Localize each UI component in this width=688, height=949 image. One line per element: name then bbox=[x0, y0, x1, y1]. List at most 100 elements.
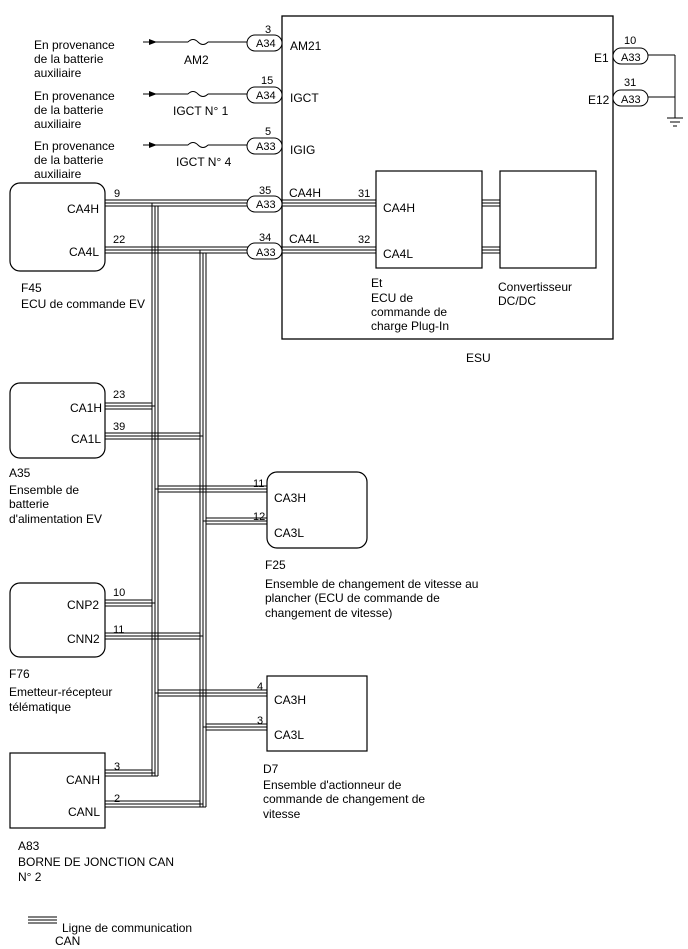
a35-name-1: Ensemble de bbox=[9, 483, 79, 497]
f25-code: F25 bbox=[265, 558, 286, 572]
d7-terminal-high: CA3H bbox=[274, 693, 306, 707]
a83-pin-low: 2 bbox=[114, 793, 120, 805]
charge-ecu-high-pin: 31 bbox=[358, 188, 370, 200]
a35-terminal-high: CA1H bbox=[70, 401, 102, 415]
ground-icon bbox=[667, 117, 683, 127]
f25-box bbox=[266, 471, 368, 549]
charge-ecu-label-4: charge Plug-In bbox=[371, 319, 449, 333]
f45-terminal-high: CA4H bbox=[67, 202, 99, 216]
f25-name-2: plancher (ECU de commande de bbox=[265, 591, 440, 605]
d7-name-2: commande de changement de bbox=[263, 792, 425, 806]
charge-ecu-low-pin: 32 bbox=[358, 234, 370, 246]
charge-ecu-label-3: commande de bbox=[371, 305, 447, 319]
supply-3-source-line-3: auxiliaire bbox=[34, 167, 82, 181]
a35-pin-low: 39 bbox=[113, 421, 125, 433]
d7-pin-low: 3 bbox=[257, 715, 263, 727]
charge-ecu-terminal-low: CA4L bbox=[383, 247, 413, 261]
esu-terminal-e12: E12 bbox=[588, 93, 610, 107]
esu-can-high-connector: A33 bbox=[256, 199, 276, 211]
esu-label: ESU bbox=[466, 351, 491, 365]
f76-pin-low: 11 bbox=[113, 624, 124, 636]
fuse-am2-label: AM2 bbox=[184, 53, 209, 67]
f25-terminal-low: CA3L bbox=[274, 526, 304, 540]
f76-box bbox=[9, 582, 106, 658]
supply-1-connector: A34 bbox=[256, 38, 276, 50]
supply-2-connector: A34 bbox=[256, 90, 276, 102]
supply-3-connector: A33 bbox=[256, 141, 276, 153]
supply-3-source-line-1: En provenance bbox=[34, 139, 115, 153]
fuse-igct4-label: IGCT N° 4 bbox=[176, 155, 232, 169]
esu-terminal-ca4h: CA4H bbox=[289, 186, 321, 200]
a35-code: A35 bbox=[9, 466, 31, 480]
f25-terminal-high: CA3H bbox=[274, 491, 306, 505]
f76-terminal-high: CNP2 bbox=[67, 598, 99, 612]
d7-name-1: Ensemble d'actionneur de bbox=[263, 778, 402, 792]
f76-name-1: Emetteur-récepteur bbox=[9, 685, 112, 699]
esu-can-low-connector: A33 bbox=[256, 247, 276, 259]
fuse-igct1-label: IGCT N° 1 bbox=[173, 104, 229, 118]
f45-box bbox=[9, 182, 106, 272]
ground-2-connector: A33 bbox=[621, 94, 641, 106]
f45-code: F45 bbox=[21, 281, 42, 295]
f25-name-3: changement de vitesse) bbox=[265, 606, 392, 620]
converter-label-1: Convertisseur bbox=[498, 280, 572, 294]
d7-pin-high: 4 bbox=[257, 681, 263, 693]
ground-1-pin: 10 bbox=[624, 35, 636, 47]
charge-ecu-box bbox=[375, 170, 483, 269]
supply-2-source-line-2: de la batterie bbox=[34, 103, 104, 117]
a35-name-2: batterie bbox=[9, 497, 49, 511]
a35-terminal-low: CA1L bbox=[71, 432, 101, 446]
esu-terminal-am21: AM21 bbox=[290, 39, 322, 53]
d7-box bbox=[266, 675, 368, 752]
legend-label-1: Ligne de communication bbox=[62, 921, 192, 935]
a83-code: A83 bbox=[18, 839, 40, 853]
supply-3-pin: 5 bbox=[265, 126, 271, 138]
a35-pin-high: 23 bbox=[113, 389, 125, 401]
a35-name-3: d'alimentation EV bbox=[9, 512, 102, 526]
f45-pin-low: 22 bbox=[113, 234, 125, 246]
f45-terminal-low: CA4L bbox=[69, 245, 99, 259]
dcdc-converter-box bbox=[499, 170, 597, 269]
supply-2-source-line-1: En provenance bbox=[34, 89, 115, 103]
supply-3-source-line-2: de la batterie bbox=[34, 153, 104, 167]
charge-ecu-terminal-high: CA4H bbox=[383, 201, 415, 215]
a35-box bbox=[9, 382, 106, 459]
supply-1-pin: 3 bbox=[265, 24, 271, 36]
f76-pin-high: 10 bbox=[113, 587, 125, 599]
ground-1-connector: A33 bbox=[621, 52, 641, 64]
supply-1-source-line-2: de la batterie bbox=[34, 52, 104, 66]
f76-code: F76 bbox=[9, 667, 30, 681]
f25-name-1: Ensemble de changement de vitesse au bbox=[265, 577, 478, 591]
d7-terminal-low: CA3L bbox=[274, 728, 304, 742]
esu-terminal-igct: IGCT bbox=[290, 91, 319, 105]
a83-pin-high: 3 bbox=[114, 761, 120, 773]
f45-name-1: ECU de commande EV bbox=[21, 297, 145, 311]
supply-1-source-line-1: En provenance bbox=[34, 38, 115, 52]
supply-2-pin: 15 bbox=[261, 75, 273, 87]
f76-terminal-low: CNN2 bbox=[67, 632, 100, 646]
d7-name-3: vitesse bbox=[263, 807, 301, 821]
a83-name-1: BORNE DE JONCTION CAN bbox=[18, 855, 174, 869]
esu-terminal-igig: IGIG bbox=[290, 143, 315, 157]
converter-label-2: DC/DC bbox=[498, 294, 536, 308]
f45-pin-high: 9 bbox=[114, 188, 120, 200]
legend-can-symbol bbox=[28, 916, 57, 924]
charge-ecu-label-1: Et bbox=[371, 276, 383, 290]
esu-can-low-pin: 34 bbox=[259, 232, 271, 244]
a83-box bbox=[9, 752, 106, 829]
f25-pin-low: 12 bbox=[253, 511, 265, 523]
supply-2-source-line-3: auxiliaire bbox=[34, 117, 82, 131]
a83-name-2: N° 2 bbox=[18, 870, 42, 884]
can-bus-lines bbox=[105, 199, 500, 808]
connector-ovals bbox=[246, 34, 649, 260]
f76-name-2: télématique bbox=[9, 700, 71, 714]
esu-terminal-e1: E1 bbox=[594, 51, 609, 65]
esu-terminal-ca4l: CA4L bbox=[289, 232, 319, 246]
ground-2-pin: 31 bbox=[624, 77, 636, 89]
esu-can-high-pin: 35 bbox=[259, 185, 271, 197]
charge-ecu-label-2: ECU de bbox=[371, 291, 413, 305]
legend-label-2: CAN bbox=[55, 934, 80, 948]
supply-1-source-line-3: auxiliaire bbox=[34, 66, 82, 80]
a83-terminal-low: CANL bbox=[68, 805, 100, 819]
